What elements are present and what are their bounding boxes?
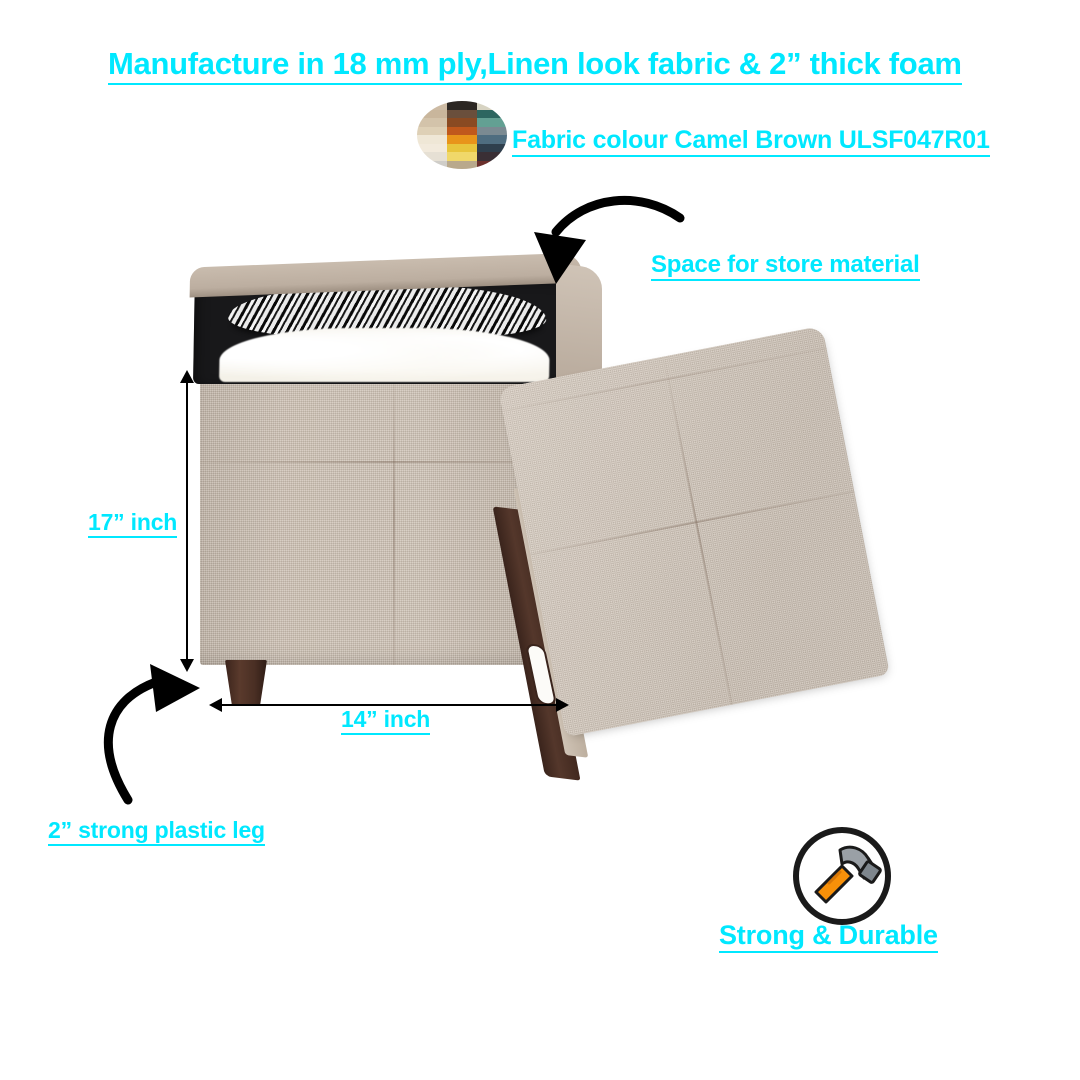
badge-ring — [793, 827, 891, 925]
seam-horizontal — [200, 461, 575, 463]
fabric-colour-label: Fabric colour Camel Brown ULSF047R01 — [512, 127, 990, 158]
swatch-cell-4 — [447, 109, 477, 118]
page-title: Manufacture in 18 mm ply,Linen look fabr… — [108, 47, 962, 85]
seam-vertical — [393, 365, 395, 665]
fabric-colour-swatch — [417, 101, 507, 169]
swatch-cell-3 — [417, 109, 447, 118]
swatch-cell-12 — [417, 135, 447, 144]
linen-texture — [498, 325, 890, 738]
ottoman-lid — [471, 323, 910, 781]
arrowhead-up-icon — [180, 370, 194, 383]
swatch-cell-19 — [447, 152, 477, 161]
swatch-cell-8 — [477, 118, 507, 127]
swatch-cell-9 — [417, 126, 447, 135]
height-label: 17” inch — [88, 510, 177, 539]
width-label: 14” inch — [341, 707, 430, 736]
swatch-cell-0 — [417, 101, 447, 110]
ottoman-right-panel — [556, 263, 602, 387]
swatch-cell-2 — [477, 101, 507, 110]
arrowhead-down-icon — [180, 659, 194, 672]
ottoman-leg-left — [225, 660, 267, 704]
swatch-cell-14 — [477, 135, 507, 144]
arrowhead-right-icon — [556, 698, 569, 712]
width-dimension-line — [217, 704, 561, 706]
fur-blanket — [219, 328, 550, 382]
swatch-cell-5 — [477, 109, 507, 118]
swatch-cell-1 — [447, 101, 477, 110]
swatch-cell-21 — [417, 160, 447, 169]
swatch-cell-18 — [417, 152, 447, 161]
durable-label: Strong & Durable — [719, 921, 938, 954]
swatch-cell-17 — [477, 143, 507, 152]
storage-label: Space for store material — [651, 252, 920, 282]
lid-top-fabric — [498, 325, 890, 738]
swatch-cell-22 — [447, 160, 477, 169]
swatch-cell-20 — [477, 152, 507, 161]
height-dimension-line — [186, 378, 188, 666]
seam-vertical — [663, 356, 733, 706]
strong-durable-badge — [793, 827, 891, 925]
swatch-cell-15 — [417, 143, 447, 152]
arrowhead-left-icon — [209, 698, 222, 712]
hammer-icon — [814, 845, 882, 904]
swatch-cell-7 — [447, 118, 477, 127]
swatch-cell-13 — [447, 135, 477, 144]
swatch-cell-6 — [417, 118, 447, 127]
swatch-cell-23 — [477, 160, 507, 169]
swatch-cell-16 — [447, 143, 477, 152]
swatch-cell-11 — [477, 126, 507, 135]
leg-label: 2” strong plastic leg — [48, 818, 265, 847]
swatch-cell-10 — [447, 126, 477, 135]
